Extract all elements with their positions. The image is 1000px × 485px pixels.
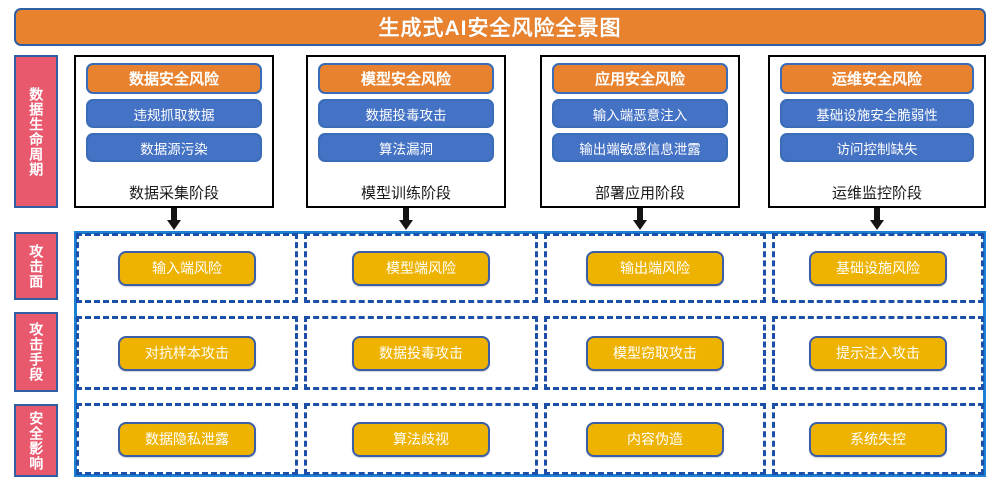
phase-header-operations: 运维安全风险 (780, 63, 974, 94)
phase-item-data-collection-1: 数据源污染 (86, 133, 262, 162)
risk-box-means-3[interactable]: 提示注入攻击 (809, 335, 947, 371)
risk-box-surface-2[interactable]: 输出端风险 (586, 250, 724, 286)
phase-panel-deployment[interactable]: 应用安全风险 输入端恶意注入 输出端敏感信息泄露 部署应用阶段 (540, 55, 740, 208)
phase-item-deployment-1: 输出端敏感信息泄露 (552, 133, 728, 162)
row-label-attack-surface-text: 攻击面 (28, 243, 45, 289)
row-label-lifecycle-text: 数据生命周期 (28, 86, 45, 177)
phase-item-model-training-1: 算法漏洞 (318, 133, 494, 162)
risk-box-impact-3[interactable]: 系统失控 (809, 421, 947, 457)
grid-cell-impact-1[interactable]: 算法歧视 (304, 403, 538, 475)
connector-arrow-1 (167, 220, 181, 230)
phase-header-data-collection: 数据安全风险 (86, 63, 262, 94)
phase-item-operations-1: 访问控制缺失 (780, 133, 974, 162)
grid-cell-means-2[interactable]: 模型窃取攻击 (544, 316, 766, 390)
risk-box-impact-0[interactable]: 数据隐私泄露 (118, 421, 256, 457)
row-label-security-impact: 安全影响 (14, 404, 58, 477)
grid-cell-means-0[interactable]: 对抗样本攻击 (76, 316, 298, 390)
connector-stem-4 (874, 208, 880, 222)
risk-box-surface-1[interactable]: 模型端风险 (352, 250, 490, 286)
row-label-attack-means-text: 攻击手段 (28, 322, 45, 382)
phase-header-deployment: 应用安全风险 (552, 63, 728, 94)
risk-box-surface-3[interactable]: 基础设施风险 (809, 250, 947, 286)
risk-box-means-0[interactable]: 对抗样本攻击 (118, 335, 256, 371)
grid-cell-surface-1[interactable]: 模型端风险 (304, 233, 538, 303)
phase-panel-operations[interactable]: 运维安全风险 基础设施安全脆弱性 访问控制缺失 运维监控阶段 (768, 55, 986, 208)
grid-cell-impact-3[interactable]: 系统失控 (772, 403, 984, 475)
risk-box-means-1[interactable]: 数据投毒攻击 (352, 335, 490, 371)
connector-stem-1 (171, 208, 177, 222)
phase-item-operations-0: 基础设施安全脆弱性 (780, 99, 974, 128)
row-label-attack-surface: 攻击面 (14, 232, 58, 300)
phase-caption-deployment: 部署应用阶段 (594, 185, 685, 202)
phase-item-data-collection-0: 违规抓取数据 (86, 99, 262, 128)
page-title: 生成式AI安全风险全景图 (14, 8, 986, 46)
phase-caption-operations: 运维监控阶段 (831, 185, 922, 202)
connector-stem-3 (637, 208, 643, 222)
risk-box-means-2[interactable]: 模型窃取攻击 (586, 335, 724, 371)
risk-box-impact-2[interactable]: 内容伪造 (586, 421, 724, 457)
row-label-lifecycle: 数据生命周期 (14, 55, 58, 208)
connector-arrow-2 (399, 220, 413, 230)
grid-cell-means-1[interactable]: 数据投毒攻击 (304, 316, 538, 390)
grid-cell-impact-2[interactable]: 内容伪造 (544, 403, 766, 475)
connector-arrow-4 (870, 220, 884, 230)
connector-arrow-3 (633, 220, 647, 230)
phase-caption-model-training: 模型训练阶段 (360, 185, 451, 202)
row-label-attack-means: 攻击手段 (14, 312, 58, 392)
grid-cell-means-3[interactable]: 提示注入攻击 (772, 316, 984, 390)
grid-cell-surface-0[interactable]: 输入端风险 (76, 233, 298, 303)
risk-grid-outline (74, 231, 986, 477)
phase-panel-model-training[interactable]: 模型安全风险 数据投毒攻击 算法漏洞 模型训练阶段 (306, 55, 506, 208)
phase-item-deployment-0: 输入端恶意注入 (552, 99, 728, 128)
grid-cell-impact-0[interactable]: 数据隐私泄露 (76, 403, 298, 475)
phase-item-model-training-0: 数据投毒攻击 (318, 99, 494, 128)
risk-box-surface-0[interactable]: 输入端风险 (118, 250, 256, 286)
row-label-security-impact-text: 安全影响 (28, 410, 45, 471)
grid-cell-surface-3[interactable]: 基础设施风险 (772, 233, 984, 303)
grid-cell-surface-2[interactable]: 输出端风险 (544, 233, 766, 303)
phase-panel-data-collection[interactable]: 数据安全风险 违规抓取数据 数据源污染 数据采集阶段 (74, 55, 274, 208)
risk-box-impact-1[interactable]: 算法歧视 (352, 421, 490, 457)
connector-stem-2 (403, 208, 409, 222)
phase-header-model-training: 模型安全风险 (318, 63, 494, 94)
phase-caption-data-collection: 数据采集阶段 (128, 185, 219, 202)
